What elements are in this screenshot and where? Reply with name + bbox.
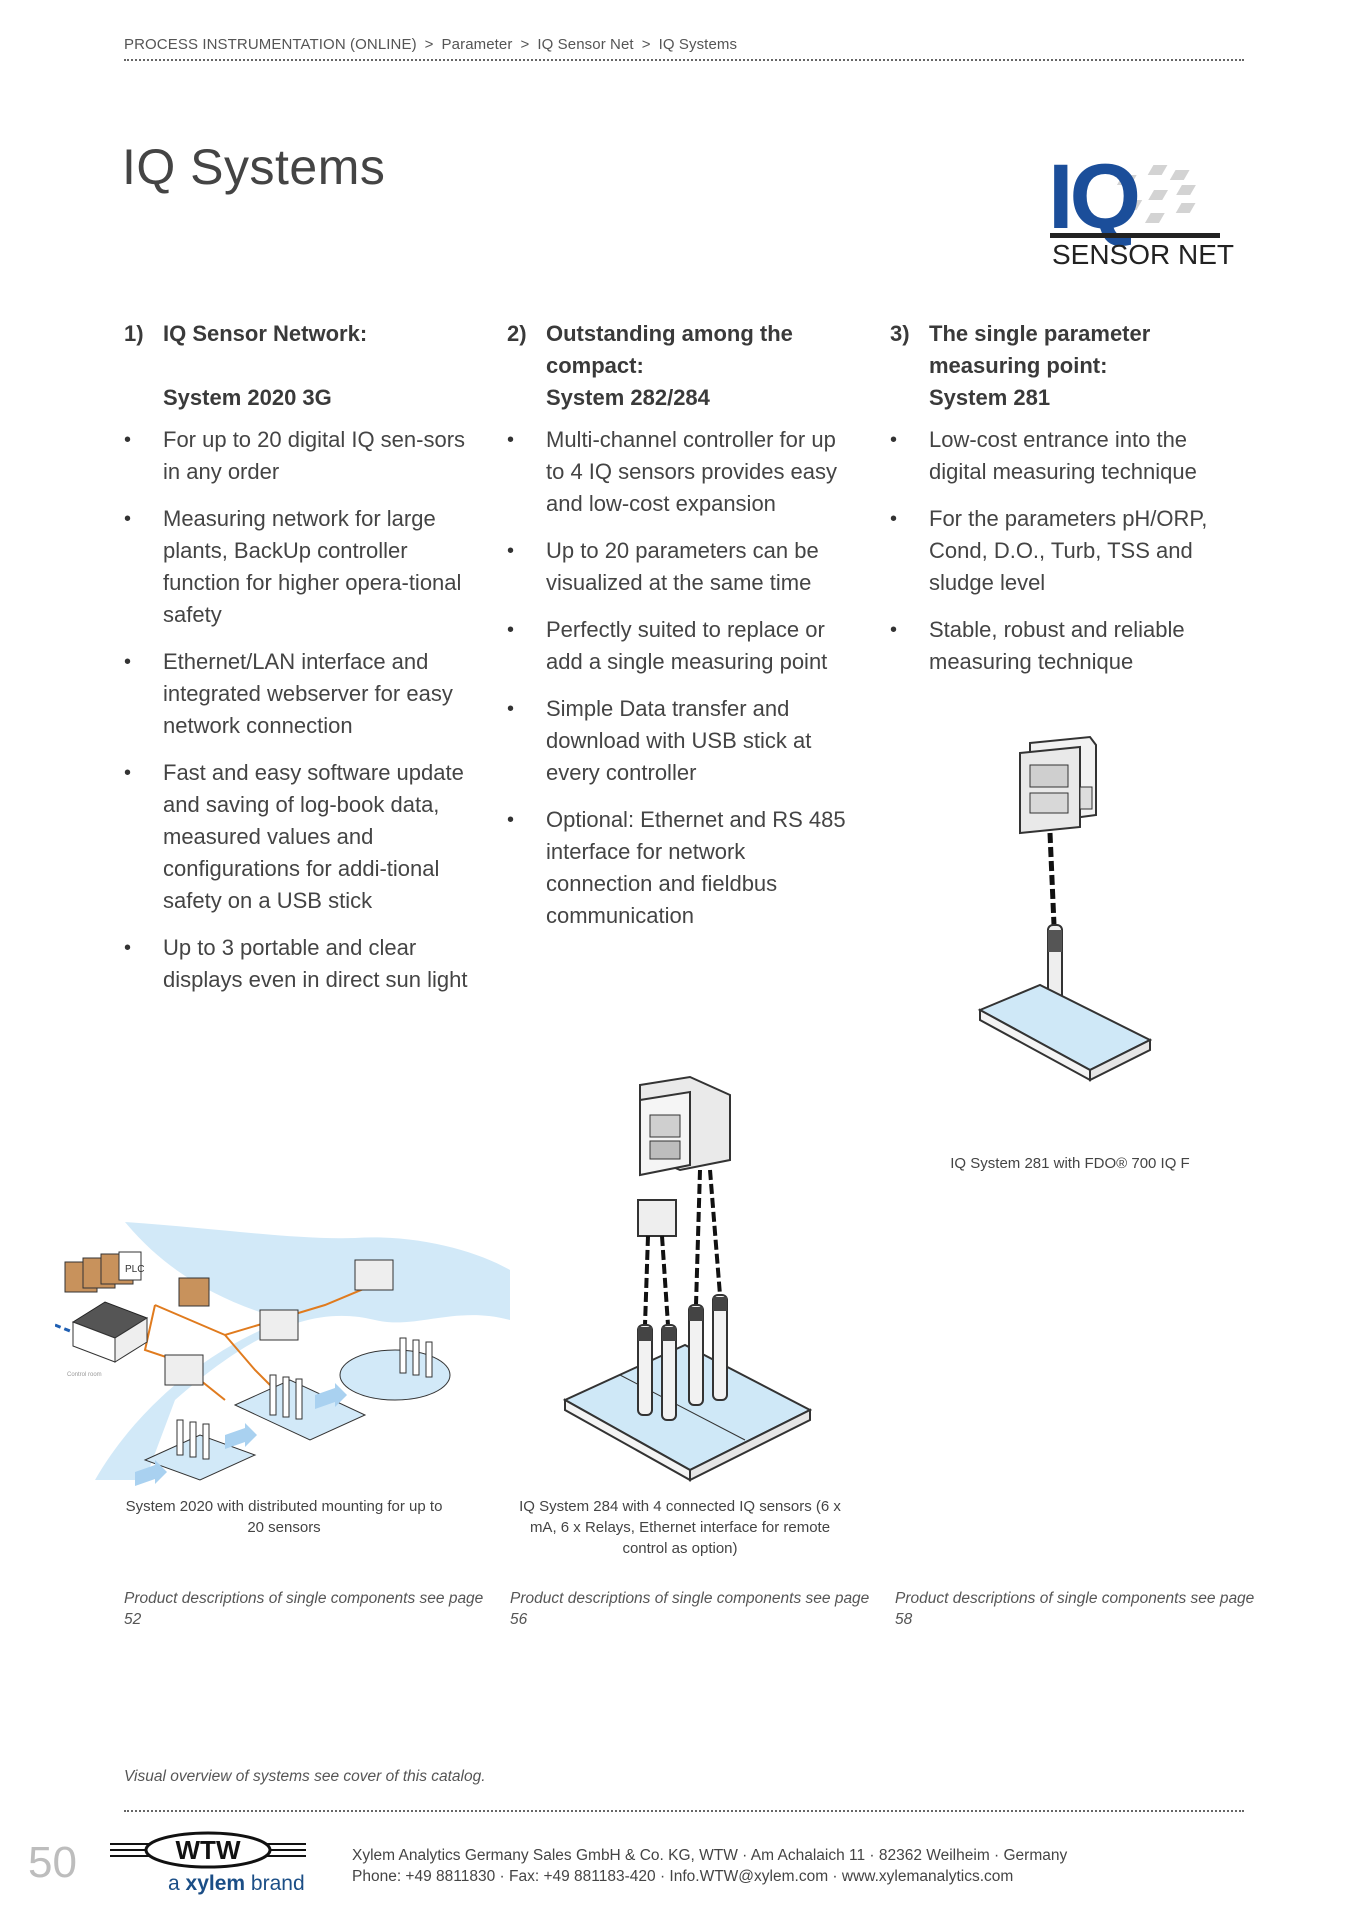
breadcrumb-item[interactable]: IQ Systems <box>658 36 738 53</box>
section-heading: IQ Sensor Network: <box>163 321 368 346</box>
feature-list: Low-cost entrance into the digital measu… <box>890 424 1235 678</box>
footer-divider <box>124 1810 1244 1812</box>
iq-sensor-net-logo: IQ SENSOR NET <box>1048 146 1234 270</box>
figure-caption: IQ System 281 with FDO® 700 IQ F <box>950 1155 1190 1172</box>
list-item: Up to 20 parameters can be visualized at… <box>507 535 852 599</box>
xylem-brand: xylem <box>185 1872 246 1895</box>
system-2020-illustration: PLC Control room <box>55 1222 510 1486</box>
breadcrumb-item[interactable]: Parameter <box>441 36 513 53</box>
list-item: For the parameters pH/ORP, Cond, D.O., T… <box>890 503 1235 599</box>
list-item: Stable, robust and reliable measuring te… <box>890 614 1235 678</box>
column-system-2020: 1) IQ Sensor Network: System 2020 3G For … <box>124 318 469 1011</box>
figure-caption: IQ System 284 with 4 connected IQ sensor… <box>519 1498 841 1557</box>
page-number: 50 <box>28 1838 77 1887</box>
list-item: Up to 3 portable and clear displays even… <box>124 932 469 996</box>
section-number: 2) <box>507 321 527 346</box>
breadcrumb: PROCESS INSTRUMENTATION (ONLINE) > Paramet… <box>124 36 1244 61</box>
logo-text: SENSOR NET <box>1052 239 1234 270</box>
feature-list: Multi-channel controller for up to 4 IQ … <box>507 424 852 932</box>
list-item: Perfectly suited to replace or add a sin… <box>507 614 852 678</box>
product-reference: Product descriptions of single component… <box>510 1590 870 1628</box>
system-name: System 282/284 <box>546 385 710 410</box>
column-system-282-284: 2) Outstanding among the compact: System … <box>507 318 852 947</box>
list-item: Ethernet/LAN interface and integrated we… <box>124 646 469 742</box>
visual-overview-note: Visual overview of systems see cover of … <box>124 1768 486 1785</box>
list-item: Low-cost entrance into the digital measu… <box>890 424 1235 488</box>
logo-mark: IQ <box>1048 146 1138 248</box>
system-281-illustration <box>977 735 1153 1082</box>
control-room-label: Control room <box>67 1372 102 1378</box>
list-item: Multi-channel controller for up to 4 IQ … <box>507 424 852 520</box>
breadcrumb-separator: > <box>520 36 530 53</box>
page-title: IQ Systems <box>122 139 386 195</box>
breadcrumb-item[interactable]: IQ Sensor Net <box>537 36 634 53</box>
wtw-logo-text: WTW <box>176 1835 241 1865</box>
wtw-logo: WTW <box>110 1831 306 1869</box>
product-reference: Product descriptions of single component… <box>124 1590 484 1628</box>
list-item: Measuring network for large plants, Back… <box>124 503 469 631</box>
list-item: For up to 20 digital IQ sen-sors in any … <box>124 424 469 488</box>
section-number: 3) <box>890 321 910 346</box>
feature-list: For up to 20 digital IQ sen-sors in any … <box>124 424 469 996</box>
company-info: Xylem Analytics Germany Sales GmbH & Co.… <box>352 1845 1067 1887</box>
company-address: Xylem Analytics Germany Sales GmbH & Co.… <box>352 1847 1068 1864</box>
plc-label: PLC <box>125 1264 144 1275</box>
list-item: Simple Data transfer and download with U… <box>507 693 852 789</box>
list-item: Fast and easy software update and saving… <box>124 757 469 917</box>
column-system-281: 3)The single parameter measuring point: … <box>890 318 1235 693</box>
system-name: System 281 <box>929 385 1051 410</box>
xylem-tagline: a xylem brand <box>168 1872 305 1895</box>
product-reference: Product descriptions of single component… <box>895 1590 1255 1628</box>
figure-caption: System 2020 with distributed mounting fo… <box>125 1498 443 1536</box>
section-heading: Outstanding among the compact: <box>546 321 793 378</box>
breadcrumb-item[interactable]: PROCESS INSTRUMENTATION (ONLINE) <box>124 36 417 53</box>
system-284-illustration <box>562 1075 813 1482</box>
system-name: System 2020 3G <box>163 385 332 410</box>
section-number: 1) <box>124 321 144 346</box>
company-contact: Phone: +49 8811830 · Fax: +49 881183-420… <box>352 1868 1014 1885</box>
section-heading: The single parameter measuring point: <box>929 321 1151 378</box>
breadcrumb-separator: > <box>424 36 434 53</box>
list-item: Optional: Ethernet and RS 485 interface … <box>507 804 852 932</box>
breadcrumb-separator: > <box>641 36 651 53</box>
